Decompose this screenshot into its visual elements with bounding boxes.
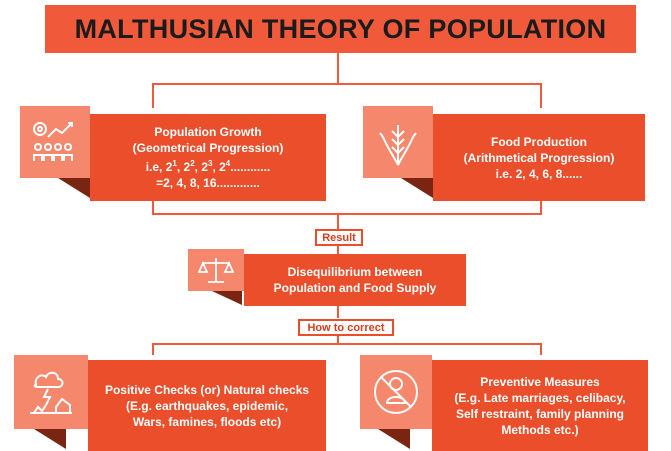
preventive-line3: Self restraint, family planning [455, 406, 625, 421]
population-growth-box: Population Growth (Geometrical Progressi… [90, 114, 326, 201]
connector [152, 83, 154, 108]
connector [152, 343, 154, 355]
box-shadow [212, 291, 242, 305]
connector [540, 198, 542, 214]
connector [337, 53, 339, 83]
preventive-line2: (E.g. Late marriages, celibacy, [454, 390, 626, 405]
wheat-icon [363, 106, 433, 178]
preventive-line4: Methods etc.) [501, 422, 579, 437]
disequilibrium-line2: Population and Food Supply [273, 281, 437, 295]
connector [337, 334, 339, 344]
preventive-line1: Preventive Measures [480, 374, 600, 389]
disequilibrium-line1: Disequilibrium between [287, 265, 423, 279]
population-growth-icon [20, 106, 90, 178]
connector [152, 343, 542, 345]
no-baby-icon [360, 355, 432, 429]
population-heading: Population Growth [154, 125, 262, 139]
positive-line2: (E.g. earthquakes, epidemic, [125, 398, 289, 413]
connector [337, 245, 339, 255]
disaster-icon [14, 355, 88, 429]
population-sequence: i.e, 21, 22, 23, 24............ [145, 159, 271, 174]
connector [540, 343, 542, 355]
connector [337, 213, 339, 229]
positive-line1: Positive Checks (or) Natural checks [104, 382, 310, 397]
how-to-correct-label: How to correct [298, 319, 394, 336]
connector [152, 213, 542, 215]
result-label: Result [315, 229, 363, 246]
population-result: =2, 4, 8, 16............. [156, 176, 260, 190]
diagram-title: MALTHUSIAN THEORY OF POPULATION [45, 5, 636, 53]
box-shadow [401, 178, 433, 198]
positive-checks-box: Positive Checks (or) Natural checks (E.g… [88, 360, 326, 451]
box-shadow [378, 429, 410, 449]
food-heading: Food Production [491, 134, 587, 149]
box-shadow [58, 178, 90, 198]
connector [540, 83, 542, 108]
disequilibrium-box: Disequilibrium between Population and Fo… [244, 254, 466, 306]
box-shadow [34, 429, 66, 449]
food-production-box: Food Production (Arithmetical Progressio… [433, 114, 645, 201]
connector [152, 198, 154, 214]
population-sub: (Geometrical Progression) [132, 141, 284, 155]
positive-line3: Wars, famines, floods etc) [132, 414, 282, 429]
connector [337, 306, 339, 318]
balance-scale-icon [188, 249, 244, 291]
connector [152, 83, 542, 85]
food-sequence: i.e. 2, 4, 6, 8...... [495, 166, 583, 181]
food-sub: (Arithmetical Progression) [463, 150, 615, 165]
preventive-measures-box: Preventive Measures (E.g. Late marriages… [432, 360, 648, 451]
